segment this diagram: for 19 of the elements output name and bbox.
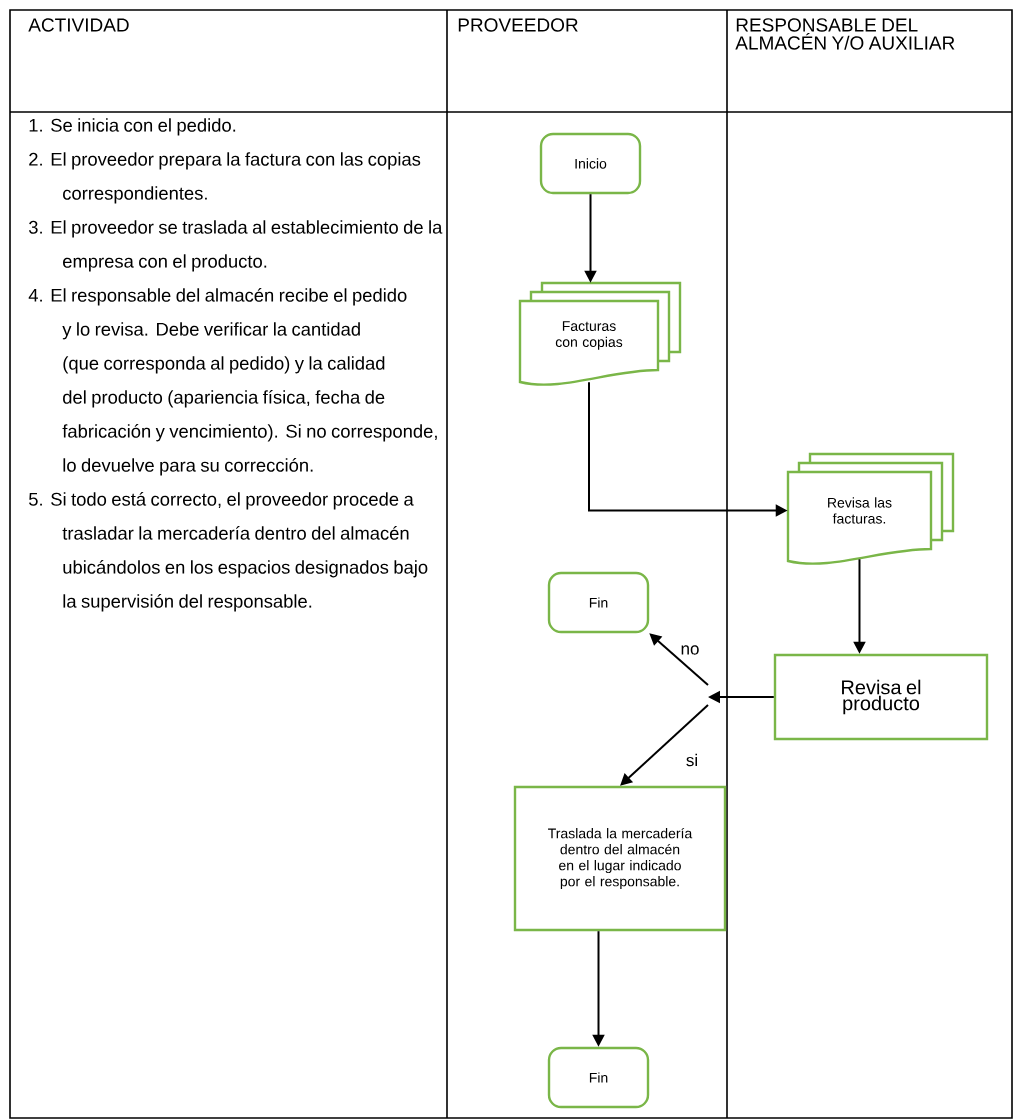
list-item: 1. Se inicia con el pedido. [29, 118, 236, 136]
column-header: RESPONSABLE DEL ALMACÉN Y/O AUXILIAR [735, 18, 955, 50]
process-box: Revisa el producto [773, 653, 989, 741]
column-header: PROVEEDOR [458, 18, 578, 32]
arrow [649, 633, 709, 686]
list-item: 5. Si todo está correcto, el proveedor procede a trasladar la mercadería dentro del almacén ubicándolos en los espacios designados bajo la supervisión del responsable. [29, 492, 428, 612]
terminal-box: Fin [547, 571, 650, 634]
document-stack: Revisa las facturas. [786, 452, 955, 565]
terminal-box: Inicio [539, 132, 642, 195]
edge-label: si [686, 753, 697, 767]
terminal-box: Fin [547, 1046, 650, 1109]
list-item: 3. El proveedor se traslada al establecimiento de la empresa con el producto. [29, 220, 443, 272]
arrow [620, 704, 709, 786]
process-box: Traslada la mercadería dentro del almacén en el lugar indicado por el responsable. [513, 785, 727, 932]
column-header: ACTIVIDAD [28, 18, 129, 32]
edge-label: no [681, 645, 699, 655]
list-item: 4. El responsable del almacén recibe el pedido y lo revisa. Debe verificar la cantidad (que corresponda al pedido) y la calidad del producto (apariencia física, fecha de fabricación y vencimiento). Si no corresponde, lo devuelve para su corrección. [28, 288, 437, 476]
document-stack: Facturas con copias [518, 281, 682, 386]
list-item: 2. El proveedor prepara la factura con las copias correspondientes. [29, 152, 421, 204]
